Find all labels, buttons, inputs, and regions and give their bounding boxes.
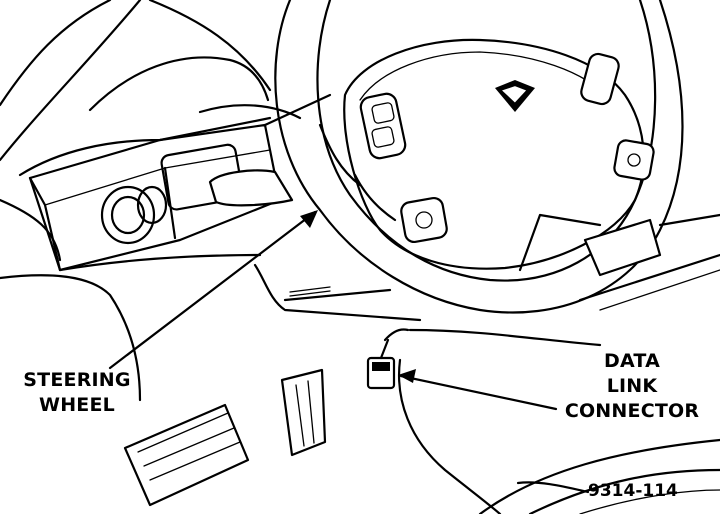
figure-number: 9314-114 — [588, 481, 678, 501]
steering-wheel-leader-arrowhead — [300, 210, 318, 228]
leader-lines — [108, 210, 590, 494]
steering-wheel-callout: STEERING WHEEL — [2, 368, 152, 418]
headlamp-switch — [100, 185, 168, 245]
dlc-callout-line-3: CONNECTOR — [564, 400, 700, 422]
floor-contours — [398, 358, 720, 514]
steering-wheel-callout-line-1: STEERING — [23, 369, 131, 391]
steering-spoke — [318, 123, 602, 272]
figure-number-leader — [516, 481, 590, 494]
data-link-connector-callout: DATA LINK CONNECTOR — [548, 349, 716, 424]
wheel-control-buttons — [359, 52, 655, 244]
steering-wheel-hub — [343, 38, 645, 270]
right-dash-panel — [578, 213, 720, 311]
dlc-leader-arrowhead — [398, 369, 416, 383]
accelerator-pedal — [280, 368, 327, 457]
dlc-callout-line-2: LINK — [606, 375, 658, 397]
steering-wheel-leader — [108, 210, 317, 370]
dlc-callout-line-1: DATA — [604, 350, 660, 372]
steering-wheel-callout-line-2: WHEEL — [39, 394, 115, 416]
windshield-pillar — [0, 0, 142, 262]
brake-pedal — [123, 403, 250, 507]
dlc-leader — [399, 374, 558, 411]
data-link-connector — [366, 328, 410, 390]
dashboard-top — [18, 0, 302, 177]
lower-dash-panel — [0, 253, 602, 402]
